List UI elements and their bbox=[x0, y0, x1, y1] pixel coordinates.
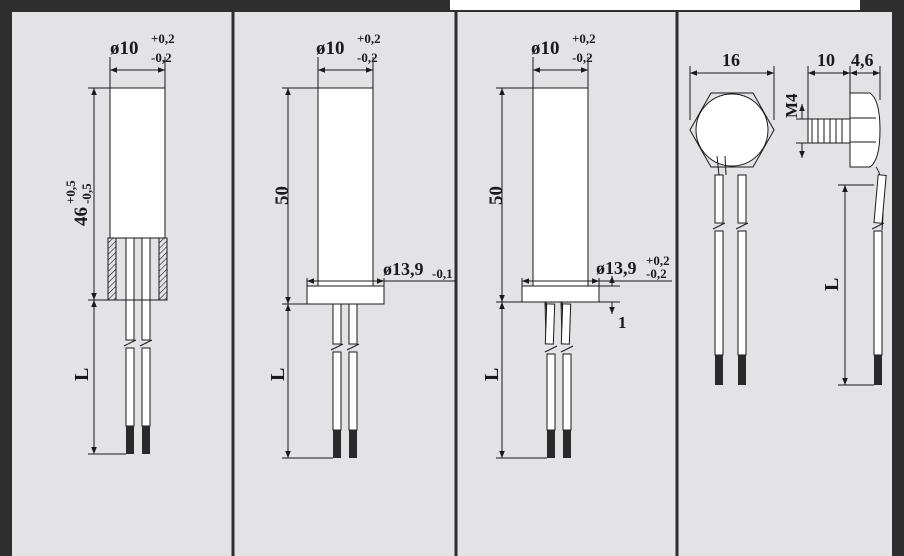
panel4-thread-size: M4 bbox=[782, 93, 801, 118]
panel2-lead-length: L bbox=[267, 368, 289, 381]
panel3-flange-tol-upper: +0,2 bbox=[646, 253, 670, 268]
panel1-length-tol-lower: -0,5 bbox=[79, 183, 94, 204]
panel2-flange-diameter: ø13,9 bbox=[383, 259, 424, 279]
top-tab bbox=[450, 0, 860, 10]
panel3-length: 50 bbox=[486, 186, 507, 205]
panel-3-sensor bbox=[496, 57, 672, 459]
panel2-tol-lower: -0,2 bbox=[357, 50, 378, 65]
panel4-thread-length: 10 bbox=[817, 50, 835, 70]
panel3-tol-upper: +0,2 bbox=[572, 31, 596, 46]
panel3-flange-diameter: ø13,9 bbox=[596, 258, 637, 278]
panel-2-sensor bbox=[282, 57, 456, 459]
panel4-head-height: 4,6 bbox=[851, 50, 874, 70]
panel1-tol-upper: +0,2 bbox=[151, 31, 175, 46]
panel3-flange-tol-lower: -0,2 bbox=[646, 266, 667, 281]
panel3-diameter: ø10 bbox=[531, 38, 560, 59]
panel1-length-tol-upper: +0,5 bbox=[63, 180, 78, 204]
panel2-flange-tol: -0,1 bbox=[432, 266, 453, 281]
panel1-length: 46 bbox=[71, 207, 92, 226]
panel3-flange-height: 1 bbox=[618, 313, 627, 332]
panel4-lead-length: L bbox=[821, 278, 843, 291]
panel1-lead-length: L bbox=[71, 368, 93, 381]
panel2-length: 50 bbox=[272, 186, 293, 205]
panel3-tol-lower: -0,2 bbox=[572, 50, 593, 65]
panel-1-sensor bbox=[88, 57, 168, 455]
panel1-diameter: ø10 bbox=[110, 38, 139, 59]
panel2-tol-upper: +0,2 bbox=[357, 31, 381, 46]
panel2-diameter: ø10 bbox=[316, 38, 345, 59]
panel3-lead-length: L bbox=[481, 368, 503, 381]
panel-4-sensor bbox=[689, 66, 887, 386]
panel4-width: 16 bbox=[722, 50, 740, 70]
panel1-tol-lower: -0,2 bbox=[151, 50, 172, 65]
